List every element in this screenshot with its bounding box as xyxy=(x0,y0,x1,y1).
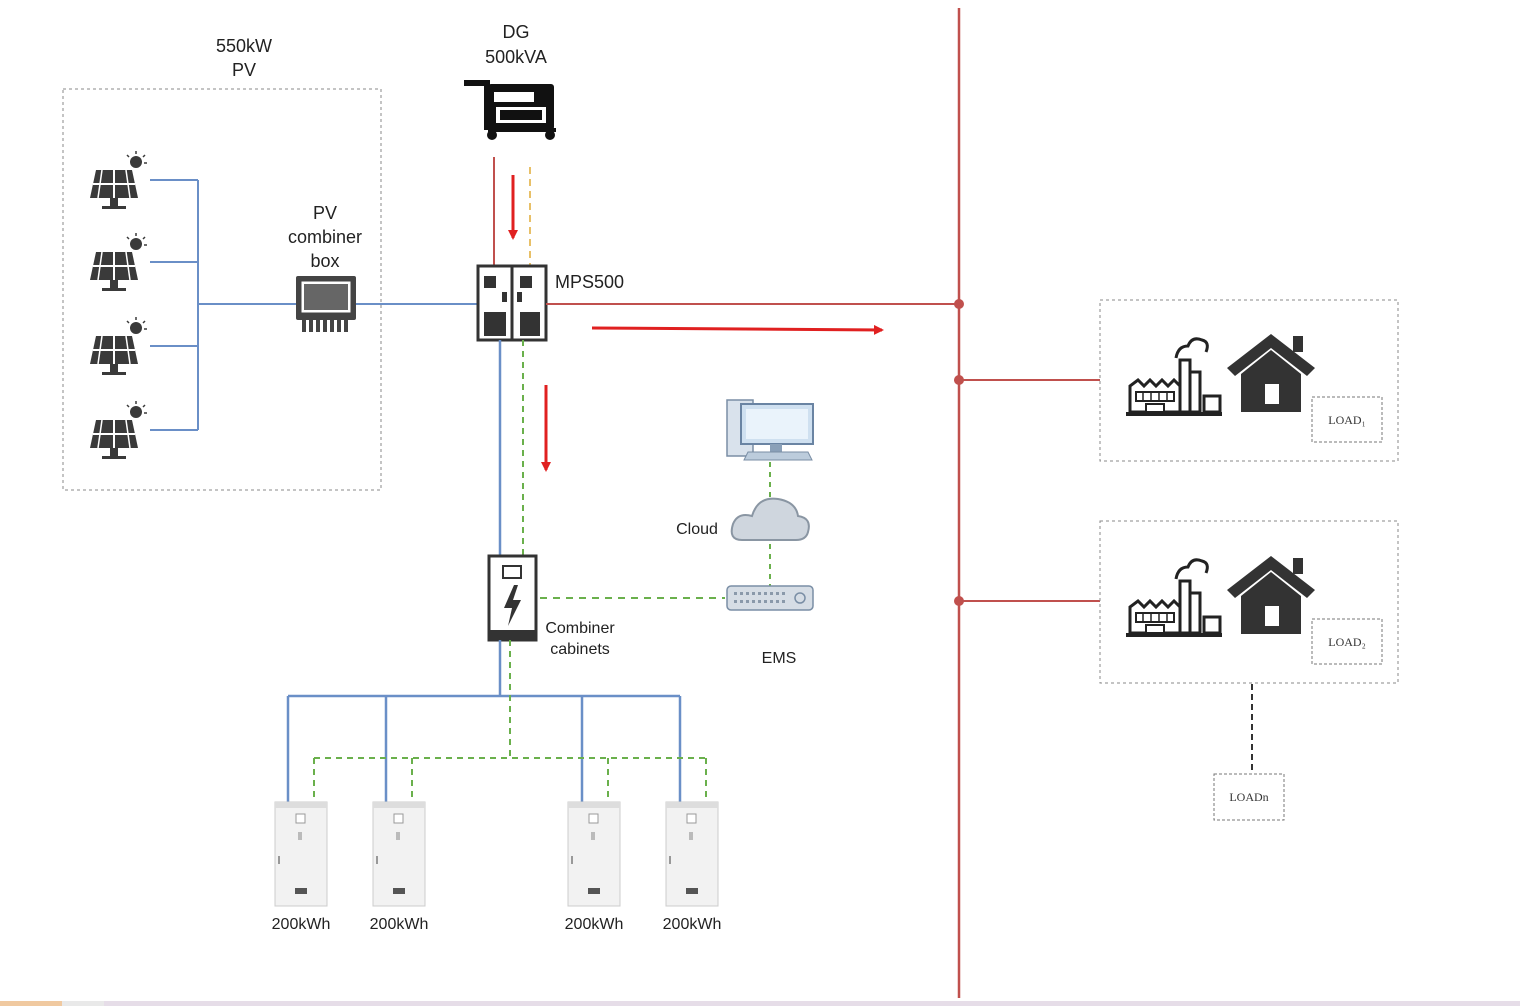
bottom-edge-segment xyxy=(0,1001,62,1006)
load1-group-box xyxy=(1099,299,1399,462)
pv-combiner-box-icon xyxy=(296,276,356,332)
pv-title-line1: 550kW xyxy=(216,36,272,56)
battery-comm-bus xyxy=(313,640,707,804)
battery-cabinet-icon xyxy=(665,801,719,907)
window-bottom-edge xyxy=(0,1001,1520,1006)
battery-label: 200kWh xyxy=(565,916,624,933)
solar-panel-icon xyxy=(89,232,148,292)
loadn-tag xyxy=(1213,773,1285,821)
battery-cabinet-icon xyxy=(274,801,328,907)
loadn-label: LOADn xyxy=(1229,790,1268,804)
battery-label: 200kWh xyxy=(663,916,722,933)
diesel-generator-icon xyxy=(464,80,556,140)
combiner-cabinet-icon xyxy=(487,554,538,642)
battery-label: 200kWh xyxy=(272,916,331,933)
pv-wiring xyxy=(150,179,478,431)
solar-panel-icon xyxy=(89,150,148,210)
pv-group-box xyxy=(62,88,382,491)
mps500-cabinet-icon xyxy=(476,264,548,342)
load1-label: LOAD₁ xyxy=(1328,413,1366,427)
pv-combiner-label-line1: PV xyxy=(313,203,337,223)
factory-icon xyxy=(1124,337,1224,418)
mps-output-flow-arrow xyxy=(591,324,884,335)
mps500-label: MPS500 xyxy=(555,272,624,292)
house-icon xyxy=(1227,334,1315,412)
ems-label: EMS xyxy=(762,650,797,667)
ems-device-icon xyxy=(726,585,814,611)
cloud-label: Cloud xyxy=(676,521,718,538)
bus-junction xyxy=(954,299,964,309)
battery-dc-bus xyxy=(286,640,682,804)
factory-icon xyxy=(1124,558,1224,639)
desktop-computer-icon xyxy=(726,399,814,461)
cloud-icon xyxy=(730,497,810,541)
bottom-edge-segment xyxy=(62,1001,104,1006)
battery-cabinet-icon xyxy=(372,801,426,907)
load2-group-box xyxy=(1099,520,1399,684)
load2-label: LOAD₂ xyxy=(1328,635,1366,649)
pv-combiner-label-line2: combiner xyxy=(288,227,362,247)
load1-tag xyxy=(1311,396,1383,443)
solar-panel-icon xyxy=(89,400,148,460)
load2-tag xyxy=(1311,618,1383,665)
battery-label: 200kWh xyxy=(370,916,429,933)
dg-label-line2: 500kVA xyxy=(485,47,547,67)
pv-combiner-label-line3: box xyxy=(310,251,339,271)
combiner-cabinets-label-line2: cabinets xyxy=(550,641,610,658)
combiner-cabinets-label-line1: Combiner xyxy=(545,620,615,637)
dg-label-line1: DG xyxy=(503,22,530,42)
battery-cabinet-icon xyxy=(567,801,621,907)
solar-panel-icon xyxy=(89,316,148,376)
house-icon xyxy=(1227,556,1315,634)
pv-title-line2: PV xyxy=(232,60,256,80)
